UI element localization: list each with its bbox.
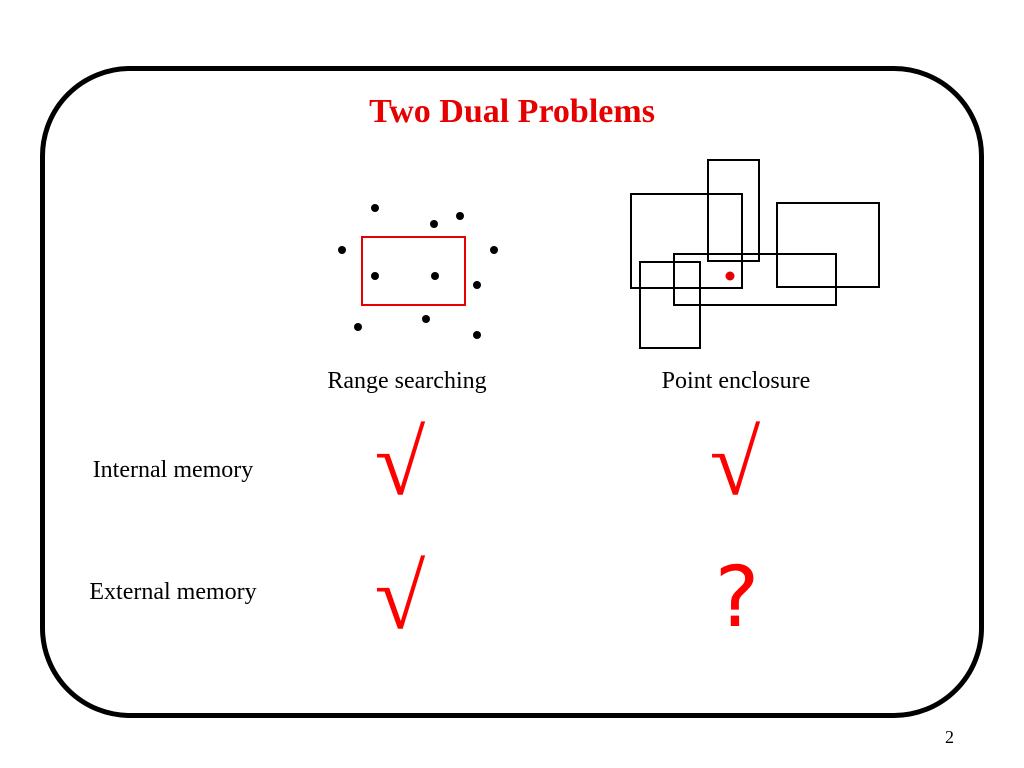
slide-title: Two Dual Problems xyxy=(369,93,655,130)
slide-frame xyxy=(40,66,984,718)
interval-rectangle xyxy=(639,261,701,349)
range-searching-diagram xyxy=(338,204,498,339)
check-mark-icon: √ xyxy=(374,546,426,648)
point-enclosure-diagram xyxy=(630,159,880,349)
query-point xyxy=(725,271,735,281)
row-label-internal-memory: Internal memory xyxy=(92,457,254,483)
data-point xyxy=(371,272,379,280)
data-point xyxy=(490,246,498,254)
question-mark-icon: ? xyxy=(714,548,760,646)
row-label-external-memory: External memory xyxy=(89,579,257,605)
data-point xyxy=(431,272,439,280)
column-label-point-enclosure: Point enclosure xyxy=(661,368,811,394)
data-point xyxy=(338,246,346,254)
check-mark-icon: √ xyxy=(374,412,426,514)
data-point xyxy=(456,212,464,220)
interval-rectangle xyxy=(776,202,880,288)
data-point xyxy=(430,220,438,228)
interval-rectangle xyxy=(673,253,837,306)
data-point xyxy=(422,315,430,323)
data-point xyxy=(371,204,379,212)
query-rectangle xyxy=(361,236,466,306)
interval-rectangle xyxy=(707,159,760,262)
column-label-range-searching: Range searching xyxy=(327,368,487,394)
data-point xyxy=(473,331,481,339)
data-point xyxy=(354,323,362,331)
check-mark-icon: √ xyxy=(709,412,761,514)
interval-rectangle xyxy=(630,193,743,289)
data-point xyxy=(473,281,481,289)
page-number: 2 xyxy=(945,727,954,747)
